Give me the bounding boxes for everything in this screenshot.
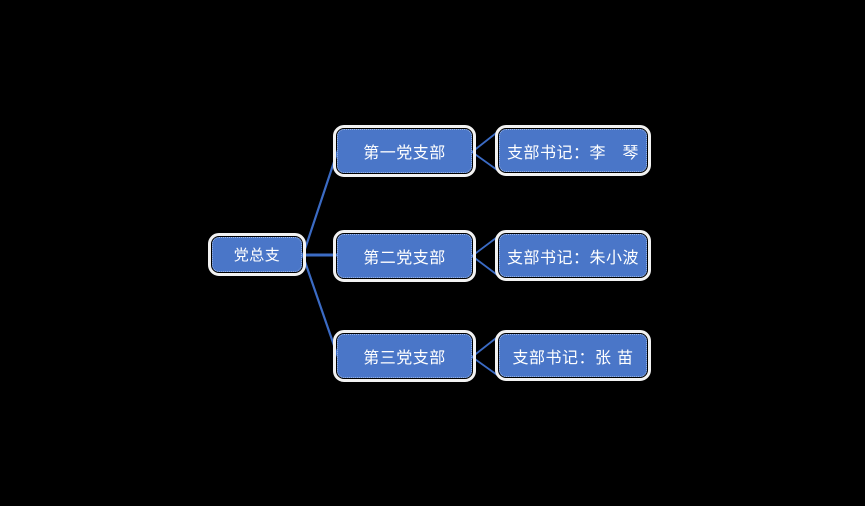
node-leaf-third-secretary[interactable]: 支部书记：张 苗 — [495, 330, 651, 381]
node-leaf-first-secretary-label: 支部书记：李 琴 — [506, 142, 639, 162]
node-leaf-first-secretary[interactable]: 支部书记：李 琴 — [495, 125, 651, 176]
connector-branch-1-to-leaf-1-upper — [471, 234, 501, 257]
node-branch-second-label: 第二党支部 — [363, 248, 446, 267]
node-branch-first[interactable]: 第一党支部 — [333, 125, 476, 177]
node-root-label: 党总支 — [233, 246, 281, 264]
connector-branch-2-to-leaf-2-upper — [471, 334, 501, 358]
node-branch-first-label: 第一党支部 — [363, 143, 446, 162]
node-root[interactable]: 党总支 — [208, 233, 306, 276]
node-branch-second[interactable]: 第二党支部 — [333, 230, 476, 282]
node-branch-third-label: 第三党支部 — [363, 348, 446, 367]
node-leaf-second-secretary-label: 支部书记：朱小波 — [506, 247, 639, 267]
connector-branch-0-to-leaf-0-lower — [471, 151, 501, 173]
connector-branch-2-to-leaf-2-lower — [471, 356, 501, 378]
node-leaf-second-secretary[interactable]: 支部书记：朱小波 — [495, 230, 651, 281]
node-branch-third[interactable]: 第三党支部 — [333, 330, 476, 382]
node-leaf-third-secretary-label: 支部书记：张 苗 — [512, 347, 634, 367]
connector-root-to-branch-2 — [301, 255, 340, 358]
connector-branch-1-to-leaf-1-lower — [471, 255, 501, 278]
connector-branch-0-to-leaf-0-upper — [471, 129, 501, 153]
connector-root-to-branch-0 — [301, 149, 340, 256]
